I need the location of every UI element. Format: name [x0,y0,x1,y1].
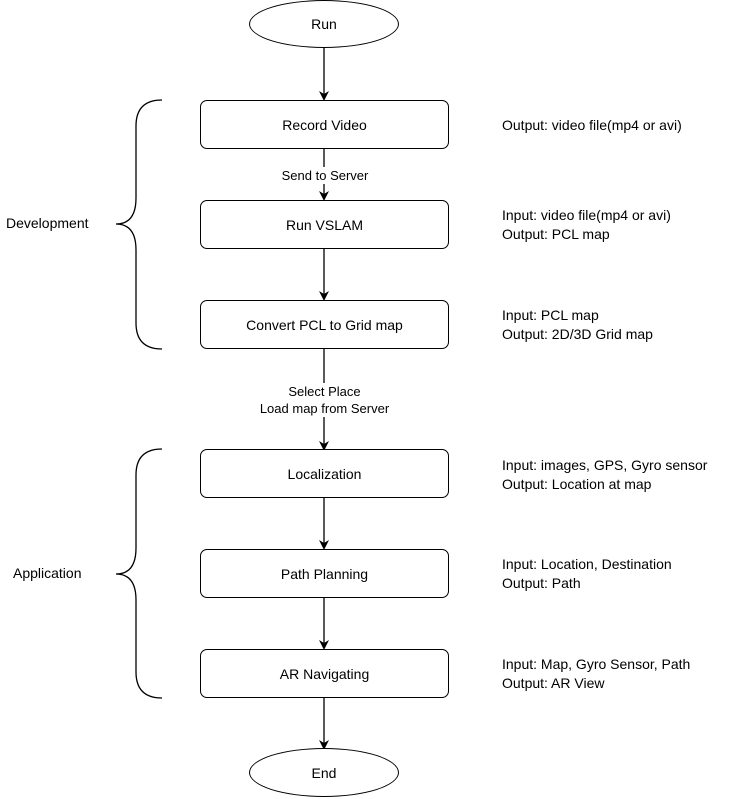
note-line: Input: Map, Gyro Sensor, Path [502,656,691,672]
group-label-text: Application [13,565,82,581]
note-path-planning: Input: Location, Destination Output: Pat… [502,555,672,593]
end-terminal: End [249,748,399,797]
note-record-video: Output: video file(mp4 or avi) [502,116,682,135]
note-line: Input: PCL map [502,307,599,323]
step-run-vslam: Run VSLAM [200,200,449,249]
step-label: Run VSLAM [285,216,364,233]
start-terminal: Run [249,0,399,48]
step-localization: Localization [200,449,449,498]
step-path-planning: Path Planning [200,549,449,598]
note-convert-pcl: Input: PCL map Output: 2D/3D Grid map [502,306,653,344]
edge-label-select-load: Select Place Load map from Server [252,383,397,417]
edge-label-text: Load map from Server [259,401,390,416]
group-label-development: Development [6,215,89,231]
application-brace [115,448,163,699]
step-convert-pcl: Convert PCL to Grid map [200,300,449,349]
step-label: Record Video [282,116,367,133]
note-line: Input: video file(mp4 or avi) [502,207,671,223]
note-line: Output: Location at map [502,476,652,492]
note-line: Output: PCL map [502,226,610,242]
step-ar-navigating: AR Navigating [200,649,449,698]
step-record-video: Record Video [200,100,449,149]
note-line: Output: video file(mp4 or avi) [502,117,682,133]
note-localization: Input: images, GPS, Gyro sensor Output: … [502,456,707,494]
edge-label-text: Select Place [288,384,361,399]
note-line: Input: Location, Destination [502,556,672,572]
step-label: Convert PCL to Grid map [246,316,403,333]
note-line: Output: Path [502,575,581,591]
note-line: Output: 2D/3D Grid map [502,326,653,342]
note-line: Output: AR View [502,675,605,691]
edge-label-text: Send to Server [281,168,369,183]
group-label-text: Development [6,215,89,231]
end-terminal-label: End [311,764,337,781]
step-label: AR Navigating [279,665,370,682]
step-label: Path Planning [280,565,369,582]
note-ar-navigating: Input: Map, Gyro Sensor, Path Output: AR… [502,655,690,693]
start-terminal-label: Run [311,16,337,32]
development-brace [115,99,163,350]
group-label-application: Application [13,565,82,581]
note-run-vslam: Input: video file(mp4 or avi) Output: PC… [502,206,671,244]
edge-label-send-to-server: Send to Server [274,167,376,184]
step-label: Localization [287,465,362,482]
note-line: Input: images, GPS, Gyro sensor [502,457,708,473]
